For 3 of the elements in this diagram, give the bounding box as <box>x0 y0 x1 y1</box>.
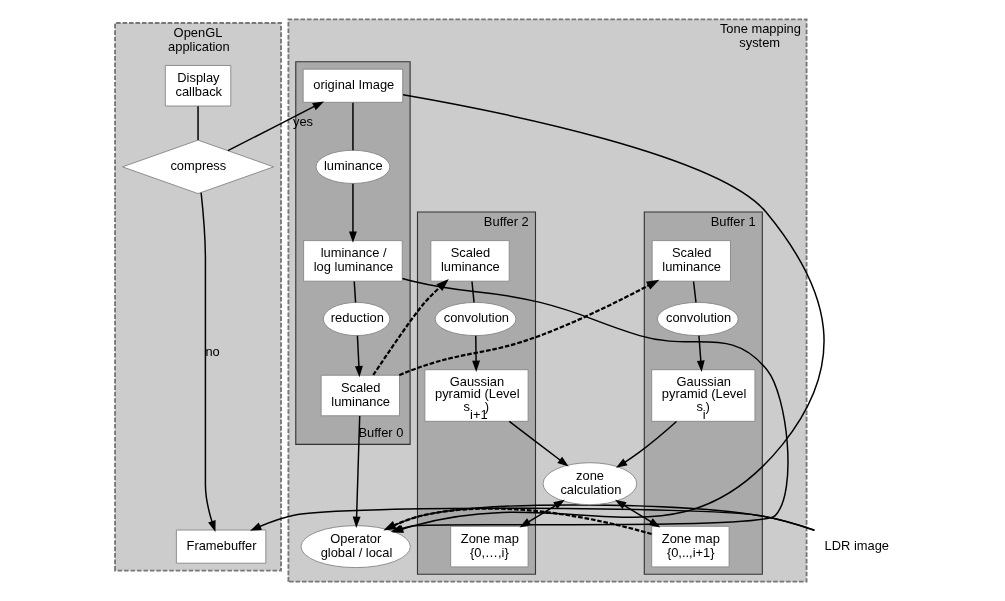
edge-label: no <box>204 344 220 360</box>
edge-label: yes <box>292 114 313 130</box>
node-text: LDR image <box>824 538 889 554</box>
